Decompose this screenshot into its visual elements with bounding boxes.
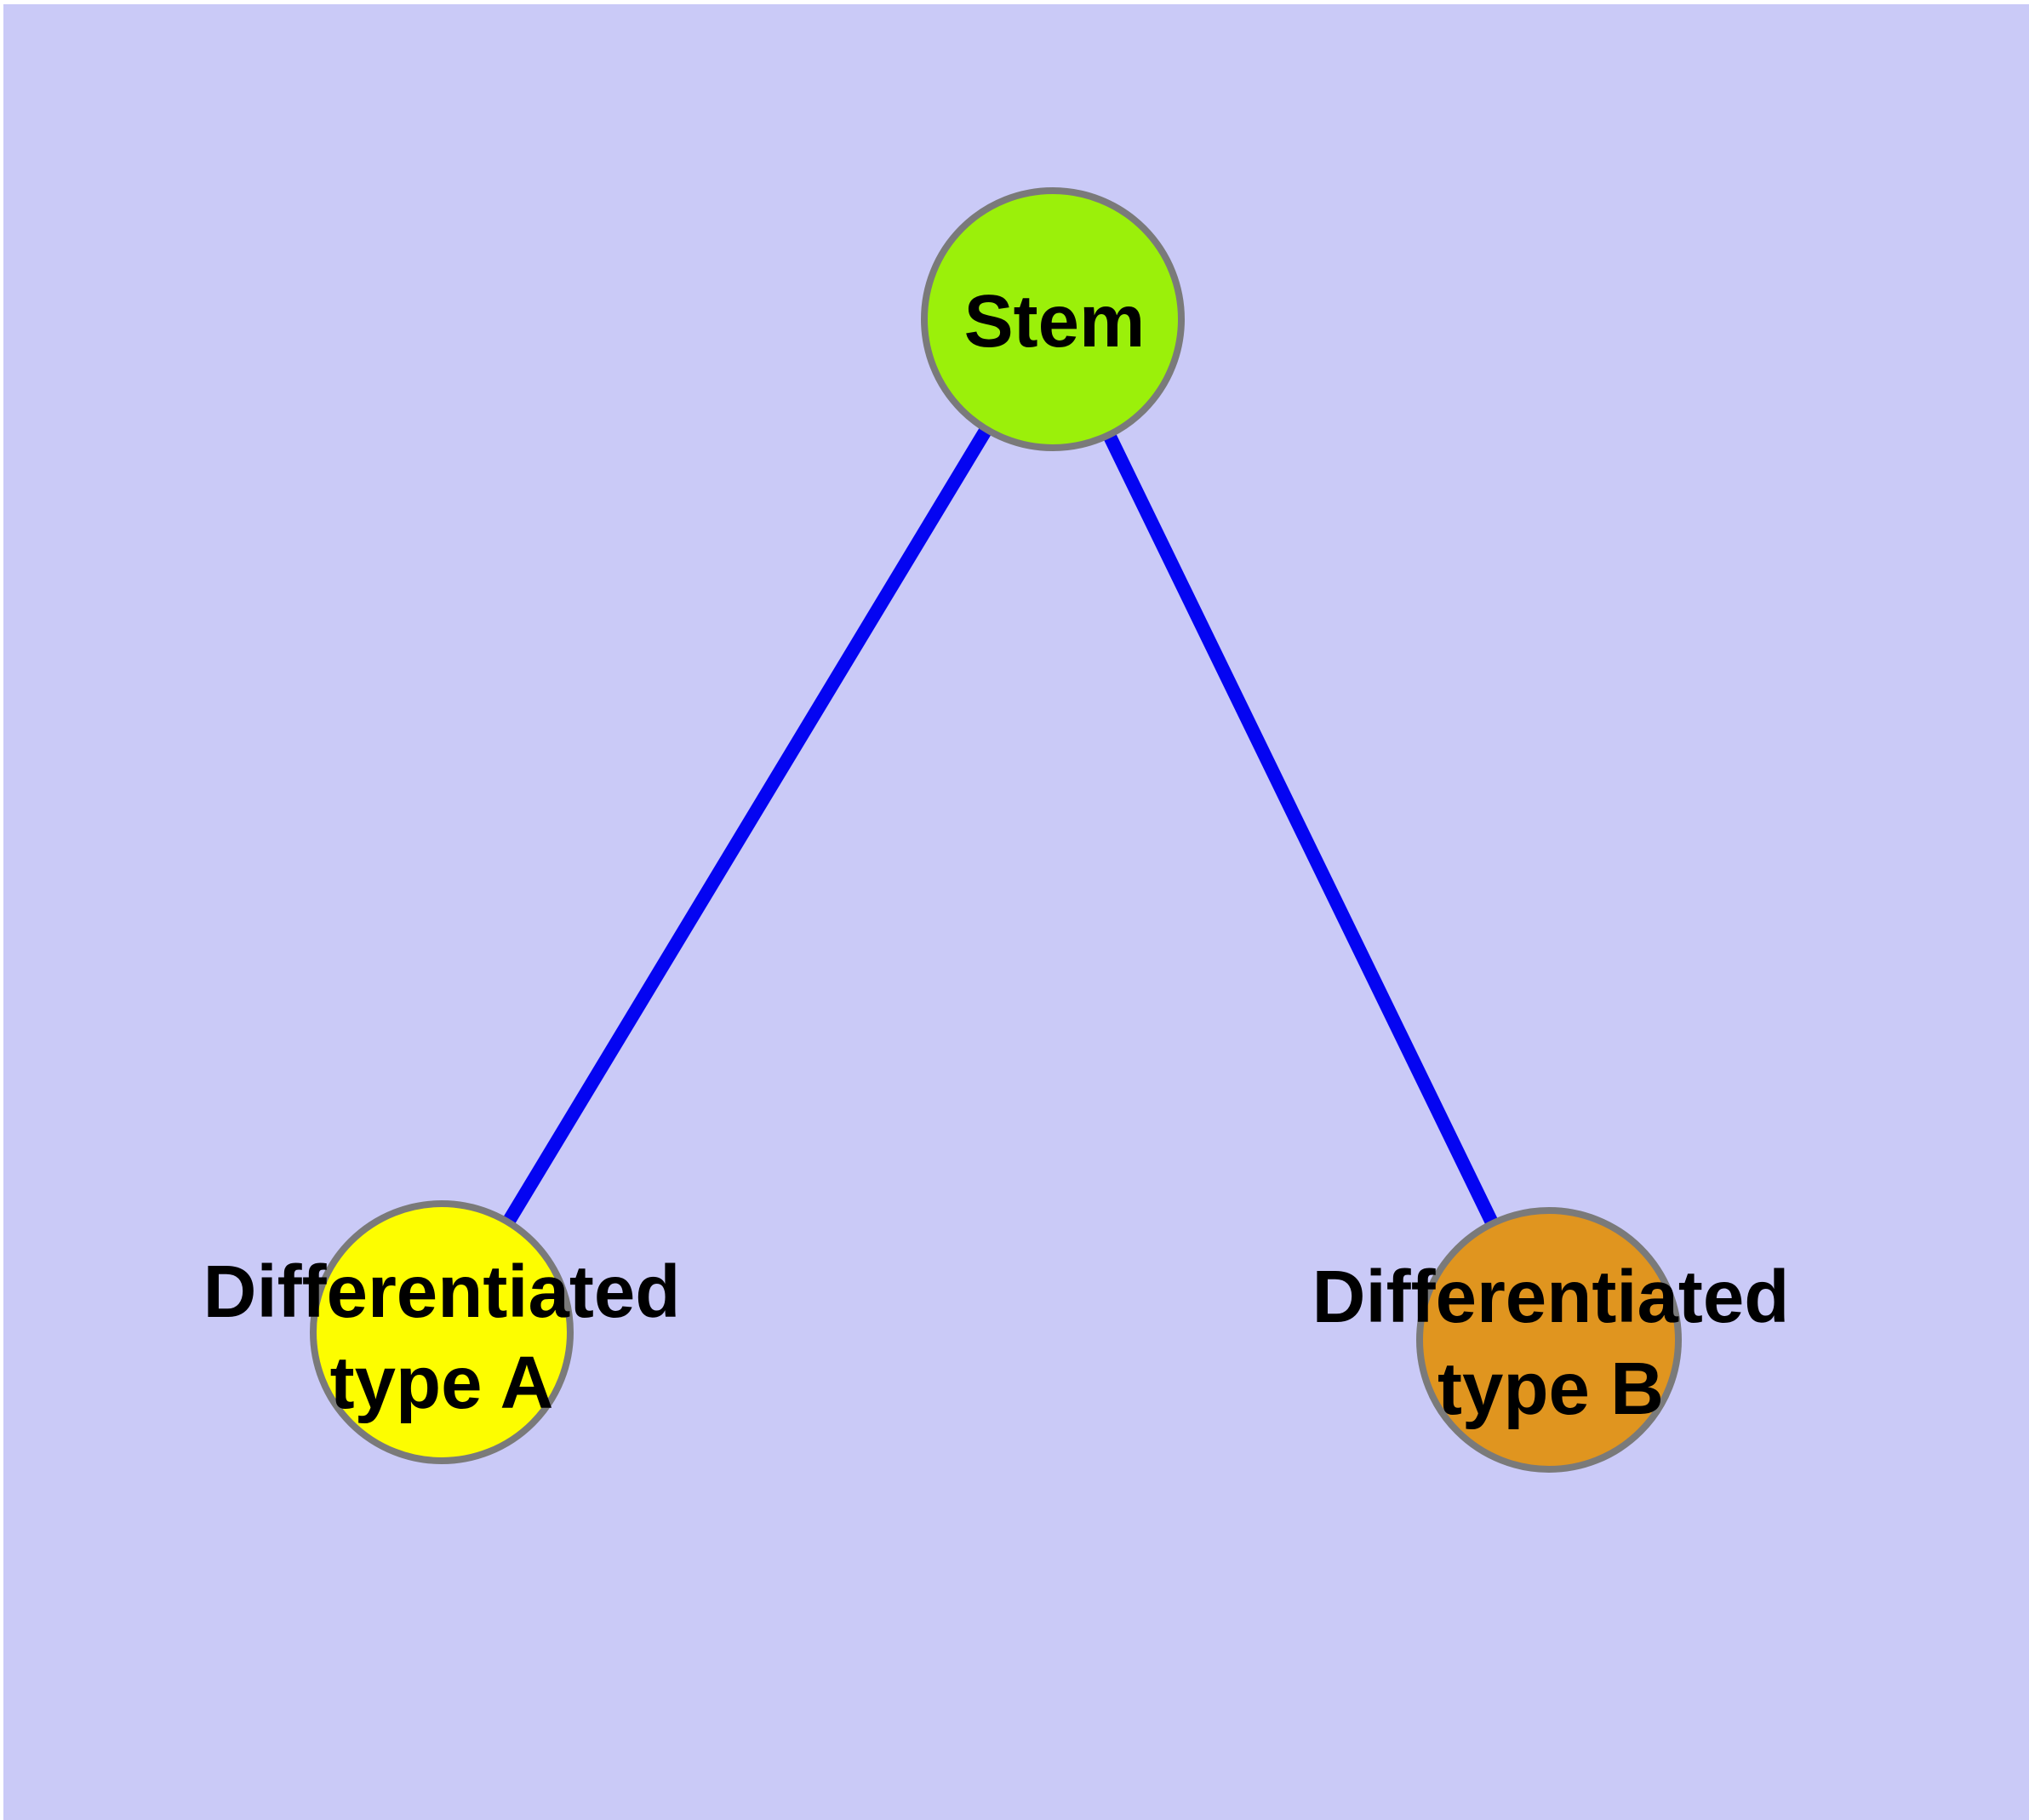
node-differentiated-type-b-label-line1: Differentiated bbox=[1312, 1256, 1790, 1338]
node-stem-label: Stem bbox=[964, 280, 1146, 363]
node-differentiated-type-a-label-line1: Differentiated bbox=[203, 1251, 681, 1333]
node-differentiated-type-b-label-line2: type B bbox=[1437, 1348, 1664, 1430]
node-differentiated-type-b bbox=[1416, 1207, 1682, 1473]
node-differentiated-type-a bbox=[310, 1200, 574, 1464]
edge-stem-to-type-a bbox=[436, 315, 1059, 1336]
node-differentiated-type-a-label-line2: type A bbox=[330, 1342, 554, 1424]
edge-stem-to-type-b bbox=[1046, 316, 1556, 1343]
node-stem bbox=[921, 187, 1185, 451]
